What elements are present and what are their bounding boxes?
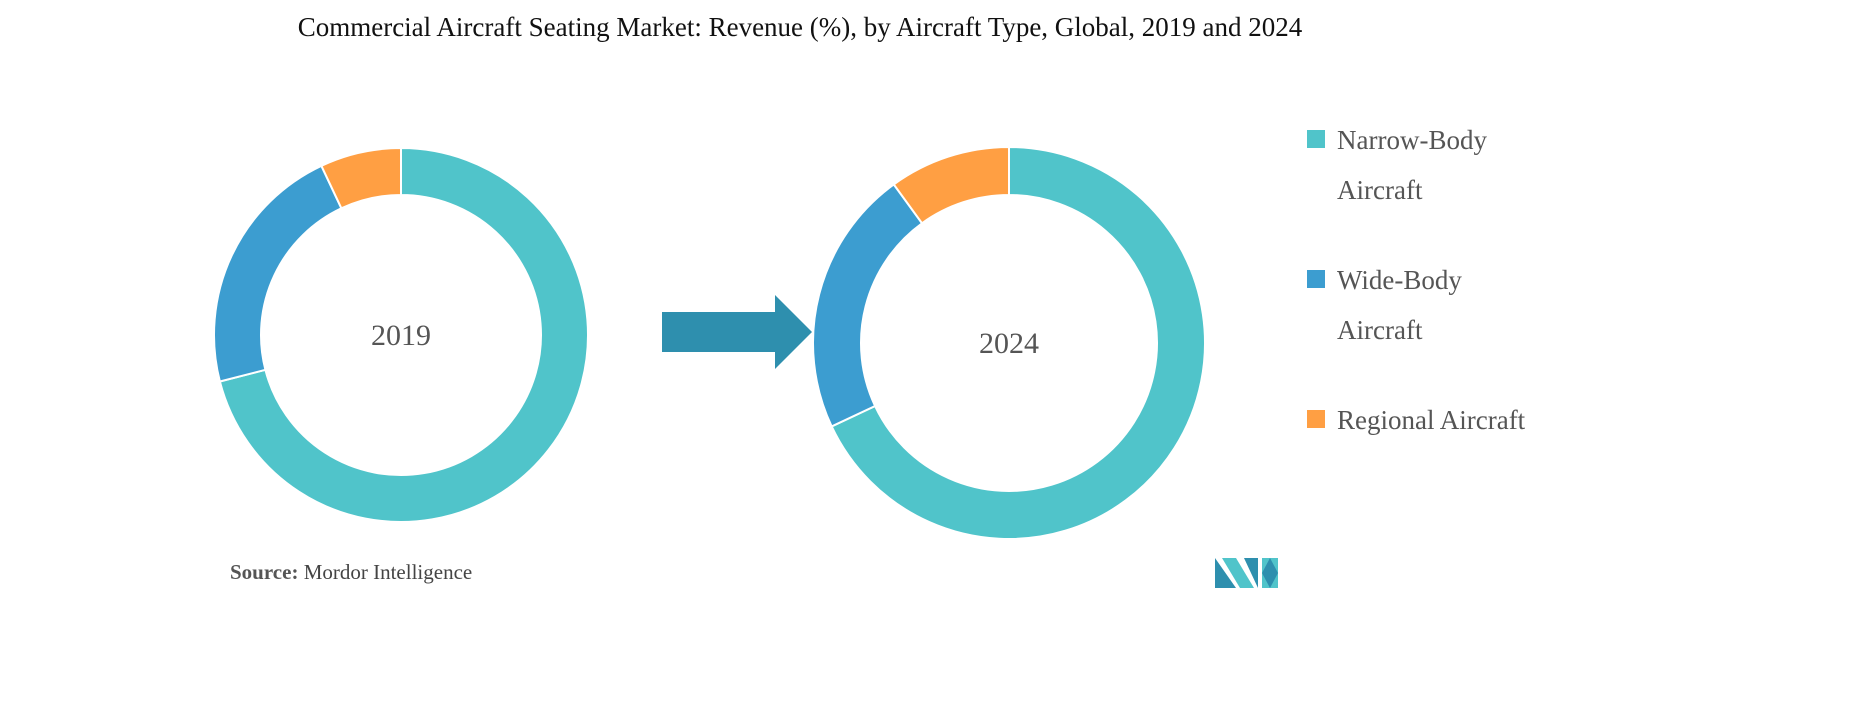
source-prefix: Source: (230, 560, 299, 584)
legend-item-narrow-body: Narrow-Body Aircraft (1307, 115, 1537, 215)
donut-slice-wide-body-aircraft (213, 164, 343, 383)
legend-item-regional: Regional Aircraft (1307, 395, 1537, 445)
source-text: Mordor Intelligence (303, 560, 473, 584)
legend-label: Regional Aircraft (1337, 405, 1526, 435)
donut-2024: 2024 (812, 145, 1206, 540)
legend-label: Wide-Body Aircraft (1337, 265, 1462, 345)
donut-slice-narrow-body-aircraft (830, 145, 1206, 540)
donut-slice-regional-aircraft (320, 146, 402, 210)
arrow-icon (662, 295, 812, 369)
legend-swatch (1307, 410, 1325, 428)
mordor-logo (1215, 558, 1278, 588)
donut-slice-wide-body-aircraft (812, 183, 924, 428)
legend-swatch (1307, 270, 1325, 288)
donut-2019: 2019 (213, 146, 589, 523)
legend-swatch (1307, 130, 1325, 148)
chart-title: Commercial Aircraft Seating Market: Reve… (297, 12, 1303, 42)
legend-item-wide-body: Wide-Body Aircraft (1307, 255, 1537, 355)
source-note: Source: Mordor Intelligence (230, 560, 472, 585)
donut-center-label: 2024 (979, 327, 1039, 360)
legend-label: Narrow-Body Aircraft (1337, 125, 1487, 205)
donut-slice-narrow-body-aircraft (218, 146, 589, 523)
donut-center-label: 2019 (371, 319, 431, 352)
donut-slice-regional-aircraft (892, 145, 1010, 225)
